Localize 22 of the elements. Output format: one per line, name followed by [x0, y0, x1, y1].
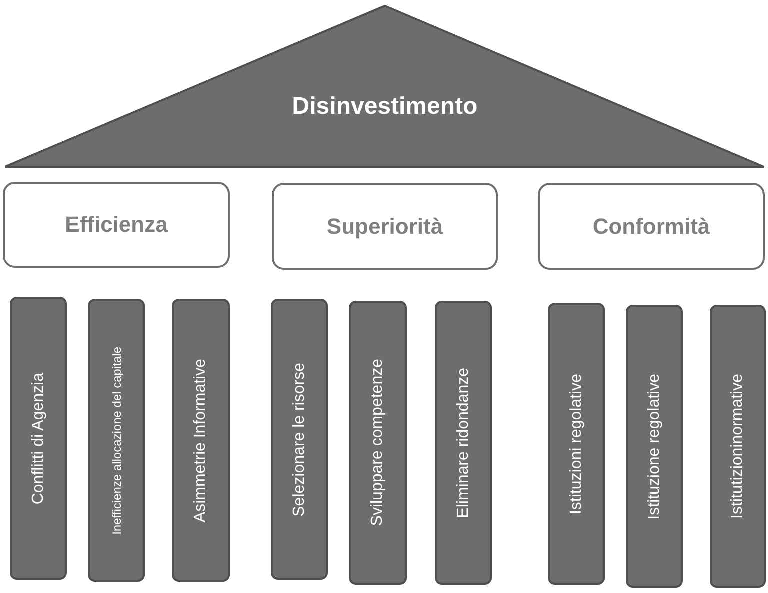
- pillar-bar: [626, 305, 683, 588]
- category-box: Efficienza: [3, 182, 230, 268]
- pillar-label: Sviluppare competenze: [369, 359, 387, 527]
- pillar-label: Istituzione regolative: [646, 374, 664, 520]
- pillar-bar: [548, 303, 605, 585]
- pillar-label: Istituzioni regolative: [568, 374, 586, 514]
- roof-title: Disinvestimento: [291, 93, 479, 121]
- pillar-bar: [88, 299, 145, 582]
- pillar-bar: [435, 301, 492, 585]
- pillar-bar: [710, 305, 766, 588]
- pillar-label: Inefficienze allocazione del capitale: [110, 346, 124, 534]
- pillar-bar: [271, 299, 328, 580]
- pillar-label: Eliminare ridondanze: [454, 368, 472, 518]
- category-box: Superiorità: [272, 183, 498, 270]
- pillar-label: Selezionare le risorse: [290, 362, 308, 516]
- pillar-bar: [10, 297, 67, 580]
- category-box: Conformità: [538, 183, 765, 270]
- pillar-bar: [349, 301, 407, 585]
- pillar-label: Istitutizioninormative: [729, 374, 747, 519]
- pillar-bar: [172, 299, 230, 582]
- pillar-label: Asimmetrie Informative: [192, 358, 210, 522]
- pillar-label: Conflitti di Agenzia: [30, 372, 48, 504]
